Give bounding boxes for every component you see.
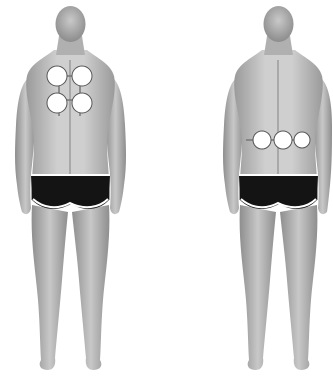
electrode-pad — [294, 132, 310, 148]
electrode-pad — [72, 66, 92, 86]
left-head — [56, 6, 86, 42]
electrode-pad — [72, 93, 92, 113]
right-leg-left — [240, 205, 276, 370]
left-leg-right — [72, 205, 109, 370]
figure-right — [223, 6, 332, 370]
right-head — [264, 6, 294, 42]
left-leg-left — [32, 205, 68, 370]
electrode-pad — [47, 66, 67, 86]
electrode-pad — [47, 93, 67, 113]
figure-left — [15, 6, 126, 370]
electrode-pad — [253, 131, 271, 149]
right-leg-right — [280, 205, 317, 370]
electrode-pad — [274, 131, 292, 149]
right-electrodes — [246, 131, 310, 149]
